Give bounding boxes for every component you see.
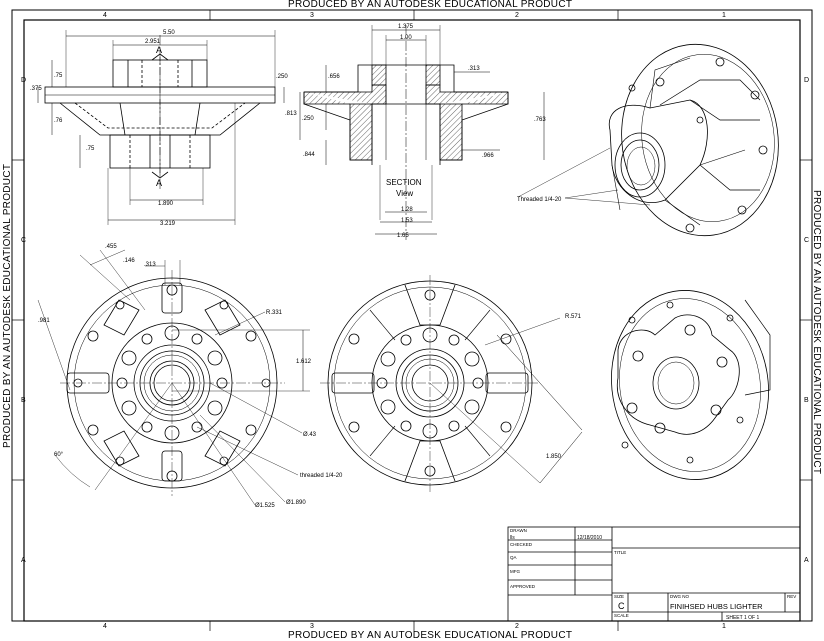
front-view-dims: 5.50 2.951 .75 .375 .76 .75 .250 1.890 3… (30, 30, 288, 227)
section-label: SECTION (386, 178, 422, 187)
front-view (37, 30, 285, 225)
tb-title-label: TITLE (614, 550, 626, 555)
iso-view-bottom (611, 290, 771, 480)
dim-656: .656 (328, 74, 340, 80)
callout-dia-1-890: Ø1.890 (286, 500, 306, 506)
dim-981: .981 (38, 318, 50, 324)
iso-view-labels: Threaded 1/4-20 (517, 197, 562, 203)
zone-col-bot-4: 4 (103, 623, 107, 630)
dim-1-28: 1.28 (401, 207, 413, 213)
zone-col-bot-1: 1 (722, 623, 726, 630)
tb-qa-label: QA (510, 555, 517, 560)
zone-labels: 4 3 2 1 4 3 2 1 D C B A D C B A (21, 12, 809, 630)
tb-drawn-label: DRAWN (510, 528, 527, 533)
iso-callout: Threaded 1/4-20 (517, 197, 562, 203)
dim-75-bottom: .75 (86, 146, 95, 152)
iso-view (517, 43, 779, 237)
zone-col-top-4: 4 (103, 12, 107, 19)
dim-3-219: 3.219 (160, 221, 176, 227)
callout-threaded: threaded 1/4-20 (300, 473, 343, 479)
dim-1-612: 1.612 (296, 359, 312, 365)
dim-313: .313 (468, 66, 480, 72)
dim-76: .76 (54, 118, 63, 124)
dim-1-00: 1.00 (400, 35, 412, 41)
tb-scale-label: SCALE (614, 613, 629, 618)
dim-1-890: 1.890 (158, 201, 174, 207)
zone-ticks (12, 10, 812, 631)
section-view (299, 25, 545, 240)
zone-row-right-b: B (804, 397, 809, 404)
watermark-top: PRODUCED BY AN AUTODESK EDUCATIONAL PROD… (288, 0, 573, 10)
zone-row-left-a: A (21, 557, 26, 564)
zone-row-right-a: A (804, 557, 809, 564)
tb-rev-label: REV (787, 594, 796, 599)
dim-1-850: 1.850 (546, 454, 562, 460)
inner-border (23, 19, 801, 622)
zone-row-left-c: C (21, 237, 26, 244)
tb-approved-label: APPROVED (510, 584, 536, 589)
top-view-left (37, 249, 310, 506)
dim-5-50: 5.50 (163, 30, 175, 36)
watermark-bottom: PRODUCED BY AN AUTODESK EDUCATIONAL PROD… (288, 630, 573, 641)
dim-1-65: 1.65 (397, 233, 409, 239)
callout-r331: R.331 (266, 310, 283, 316)
cut-label-a-bottom: A (156, 178, 162, 188)
dim-146: .146 (123, 258, 135, 264)
dim-1-375: 1.375 (398, 24, 414, 30)
zone-row-left-d: D (21, 77, 26, 84)
tb-size-label: SIZE (614, 594, 624, 599)
dim-313-top: .313 (144, 262, 156, 268)
tb-mfg-label: MFG (510, 569, 520, 574)
top-view-middle-labels: R.571 1.850 (546, 314, 582, 460)
dim-455: .455 (105, 244, 117, 250)
top-view-middle (320, 275, 583, 492)
tb-drawn-by: lls (510, 535, 515, 541)
zone-col-top-2: 2 (515, 12, 519, 19)
dim-813: .813 (285, 111, 297, 117)
title-block (507, 526, 801, 622)
tb-size-value: C (618, 601, 625, 611)
zone-row-right-d: D (804, 77, 809, 84)
callout-dia-1-525: Ø1.525 (255, 503, 275, 509)
dim-375: .375 (30, 86, 42, 92)
dim-250-sec: .250 (302, 116, 314, 122)
cut-label-a-top: A (156, 45, 162, 55)
zone-col-top-1: 1 (722, 12, 726, 19)
dim-2-951: 2.951 (145, 39, 161, 45)
dim-1-53: 1.53 (401, 218, 413, 224)
zone-col-top-3: 3 (310, 12, 314, 19)
tb-dwg-label: DWG NO (670, 594, 689, 599)
dim-763: .763 (534, 117, 546, 123)
tb-sheet-value: SHEET 1 OF 1 (726, 615, 759, 621)
dim-966: .966 (482, 153, 494, 159)
callout-r571: R.571 (565, 314, 582, 320)
dim-75-top: .75 (54, 73, 63, 79)
dim-60deg: 60° (54, 452, 64, 458)
dim-844: .844 (303, 152, 315, 158)
top-view-left-labels: .455 .146 .313 .981 1.612 60° R.331 Ø.43… (38, 244, 343, 509)
tb-drawn-date: 12/18/2010 (577, 535, 602, 541)
zone-row-left-b: B (21, 397, 26, 404)
zone-col-bot-2: 2 (515, 623, 519, 630)
tb-dwg-value: FINIHSED HUBS LIGHTER (670, 602, 763, 611)
callout-dia-43: Ø.43 (303, 432, 317, 438)
section-label-view: View (396, 189, 413, 198)
dim-250: .250 (276, 74, 288, 80)
zone-col-bot-3: 3 (310, 623, 314, 630)
tb-checked-label: CHECKED (510, 542, 533, 547)
section-view-dims: 1.375 1.00 .313 .656 .813 .250 .844 .763… (285, 24, 546, 239)
title-block-text: DRAWN lls 12/18/2010 CHECKED QA MFG APPR… (510, 528, 796, 621)
zone-row-right-c: C (804, 237, 809, 244)
